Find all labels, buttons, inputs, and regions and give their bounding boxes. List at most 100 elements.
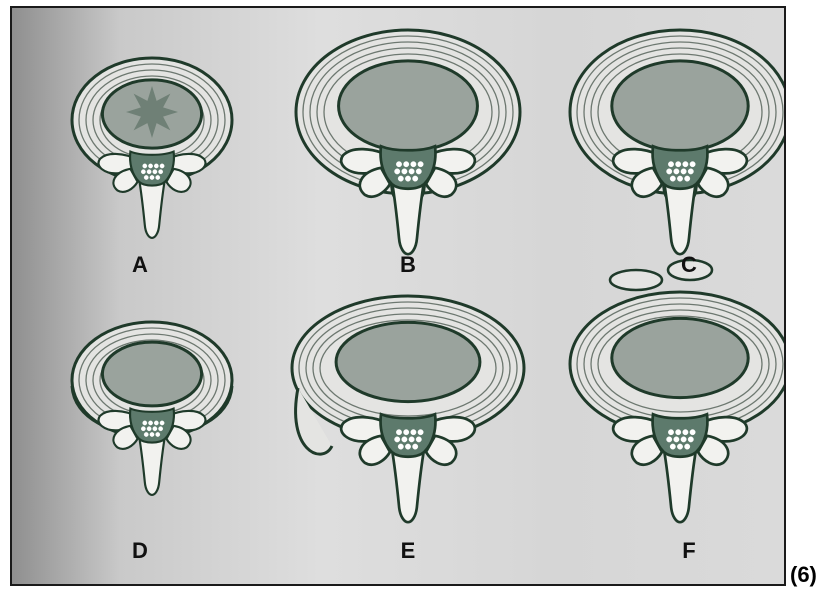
nerve-root-dot: [158, 170, 162, 174]
nucleus-pulposus: [102, 342, 201, 406]
panel-label-d: D: [120, 538, 160, 564]
annular-tear: [126, 86, 178, 138]
nerve-root-dot: [411, 430, 416, 435]
nerve-root-dot: [685, 176, 690, 181]
nerve-root-dot: [141, 170, 145, 174]
nerve-root-dot: [143, 164, 147, 168]
nerve-root-dot: [147, 170, 151, 174]
nerve-root-dot: [418, 162, 423, 167]
nerve-root-dot: [396, 430, 401, 435]
spinous-process: [139, 436, 165, 495]
nerve-root-dot: [150, 175, 154, 179]
nerve-root-dot: [154, 164, 158, 168]
posterior-arch: [341, 414, 475, 522]
nerve-root-dot: [676, 430, 681, 435]
nerve-root-dot: [683, 430, 688, 435]
nerve-root-dot: [153, 170, 157, 174]
nerve-root-dot: [674, 437, 679, 442]
nerve-root-dot: [395, 169, 400, 174]
figure-number: (6): [790, 562, 817, 588]
nerve-root-dot: [404, 162, 409, 167]
disc-herniation-diagram: [12, 8, 786, 586]
nerve-root-dot: [158, 427, 162, 431]
spinal-canal: [381, 414, 436, 457]
nerve-root-dot: [668, 430, 673, 435]
vertebra-panel-e: [292, 296, 524, 522]
nerve-root-dot: [141, 427, 145, 431]
spinous-process: [392, 448, 424, 522]
nerve-root-dot: [413, 176, 418, 181]
nerve-root-dot: [413, 444, 418, 449]
nerve-root-dot: [402, 169, 407, 174]
nerve-root-dot: [396, 162, 401, 167]
vertebra-panel-c: [570, 30, 786, 254]
spinal-canal: [653, 414, 708, 457]
vertebra-panel-b: [296, 30, 520, 254]
spinous-process: [664, 180, 696, 254]
nerve-root-dot: [668, 162, 673, 167]
panel-label-a: A: [120, 252, 160, 278]
nerve-root-dot: [418, 430, 423, 435]
panel-label-c: C: [669, 252, 709, 278]
figure-frame: A B C D E F: [10, 6, 786, 586]
nerve-root-dot: [144, 175, 148, 179]
nerve-root-dot: [688, 169, 693, 174]
nerve-root-dot: [416, 169, 421, 174]
nerve-root-dot: [685, 444, 690, 449]
nerve-root-dot: [667, 169, 672, 174]
spinal-canal: [130, 409, 174, 443]
nerve-root-dot: [411, 162, 416, 167]
spinous-process: [392, 180, 424, 254]
nerve-root-dot: [156, 432, 160, 436]
nerve-root-dot: [667, 437, 672, 442]
nerve-root-dot: [681, 437, 686, 442]
nerve-root-dot: [160, 421, 164, 425]
nerve-root-dot: [670, 176, 675, 181]
nerve-root-dot: [405, 444, 410, 449]
panel-label-f: F: [669, 538, 709, 564]
panel-label-e: E: [388, 538, 428, 564]
panel-label-b: B: [388, 252, 428, 278]
nucleus-pulposus: [336, 322, 480, 401]
nerve-root-dot: [143, 421, 147, 425]
spinous-process: [139, 179, 165, 238]
nucleus-pulposus: [339, 61, 478, 151]
nerve-root-dot: [404, 430, 409, 435]
posterior-arch: [99, 409, 206, 495]
nerve-root-dot: [405, 176, 410, 181]
nerve-root-dot: [688, 437, 693, 442]
nerve-root-dot: [683, 162, 688, 167]
posterior-arch: [613, 414, 747, 522]
nerve-root-dot: [677, 444, 682, 449]
vertebra-panel-a: [72, 58, 232, 238]
nerve-root-dot: [416, 437, 421, 442]
nerve-root-dot: [395, 437, 400, 442]
nerve-root-dot: [681, 169, 686, 174]
nerve-root-dot: [398, 444, 403, 449]
nerve-root-dot: [150, 432, 154, 436]
nerve-root-dot: [674, 169, 679, 174]
posterior-arch: [613, 146, 747, 254]
nerve-root-dot: [148, 164, 152, 168]
nerve-root-dot: [147, 427, 151, 431]
nerve-root-dot: [148, 421, 152, 425]
spinous-process: [664, 448, 696, 522]
nerve-root-dot: [677, 176, 682, 181]
nerve-root-dot: [670, 444, 675, 449]
posterior-arch: [99, 152, 206, 238]
vertebra-panel-f: [570, 260, 786, 522]
nerve-root-dot: [402, 437, 407, 442]
posterior-arch: [341, 146, 475, 254]
nerve-root-dot: [409, 169, 414, 174]
vertebra-panel-d: [72, 322, 232, 495]
intervertebral-disc: [570, 292, 786, 436]
nerve-root-dot: [160, 164, 164, 168]
nerve-root-dot: [153, 427, 157, 431]
nerve-root-dot: [676, 162, 681, 167]
nerve-root-dot: [690, 162, 695, 167]
nucleus-pulposus: [612, 61, 748, 151]
spinal-canal: [381, 146, 436, 189]
sequestered-fragment: [610, 270, 662, 290]
nerve-root-dot: [409, 437, 414, 442]
nerve-root-dot: [398, 176, 403, 181]
